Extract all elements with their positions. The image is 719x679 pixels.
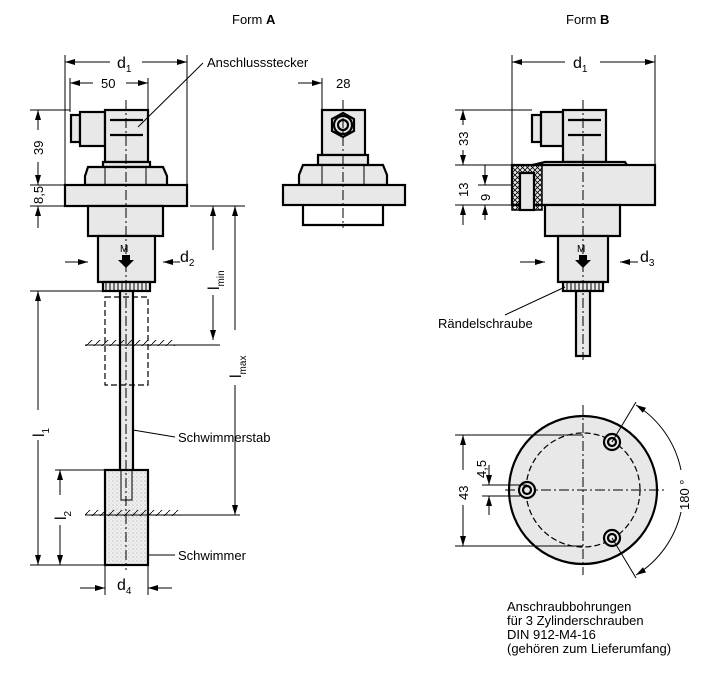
form-a-dimensions: d1 50 39 8,5 d2 lmin lmax l1 l2 d4 Ansch… [30, 55, 309, 597]
d1-label-b: d1 [573, 55, 588, 75]
dim-39: 39 [31, 141, 46, 155]
form-a-title: Form A [232, 12, 276, 27]
dim-50: 50 [101, 76, 115, 91]
label-schwimmerstab: Schwimmerstab [178, 430, 270, 445]
d1-label: d1 [117, 55, 132, 75]
d3-label: d3 [640, 249, 655, 269]
d2-label: d2 [180, 249, 195, 269]
dim-28: 28 [336, 76, 350, 91]
m-mark: M [120, 244, 128, 255]
dim-43: 43 [456, 486, 471, 500]
label-anschlussstecker: Anschlussstecker [207, 55, 309, 70]
form-b-view: M [510, 100, 657, 360]
label-schwimmer: Schwimmer [178, 548, 247, 563]
l2-label: l2 [53, 510, 74, 520]
form-b-title: Form B [566, 12, 609, 27]
bolt-pattern-view: 180 ° 43 4,5 Anschraubbohrungen für 3 Zy… [455, 401, 692, 656]
m-mark-b: M [577, 244, 585, 255]
l1-label: l1 [31, 427, 52, 437]
note-line-2: für 3 Zylinderschrauben [507, 613, 644, 628]
front-view: 28 [281, 76, 407, 228]
d4-label: d4 [117, 577, 132, 597]
lmin-label: lmin [206, 270, 227, 290]
form-b-dimensions: d1 33 13 9 d3 Rändelschraube [438, 55, 656, 331]
dim-9: 9 [478, 194, 493, 201]
note-line-1: Anschraubbohrungen [507, 599, 631, 614]
note-line-3: DIN 912-M4-16 [507, 627, 596, 642]
dim-4-5: 4,5 [474, 460, 489, 478]
form-a-view: M [63, 100, 240, 570]
lmax-label: lmax [228, 356, 249, 378]
dim-180: 180 ° [677, 479, 692, 510]
label-raendelschraube: Rändelschraube [438, 316, 533, 331]
dim-33: 33 [456, 132, 471, 146]
dim-13: 13 [456, 183, 471, 197]
dim-8-5: 8,5 [31, 186, 46, 204]
note-line-4: (gehören zum Lieferumfang) [507, 641, 671, 656]
